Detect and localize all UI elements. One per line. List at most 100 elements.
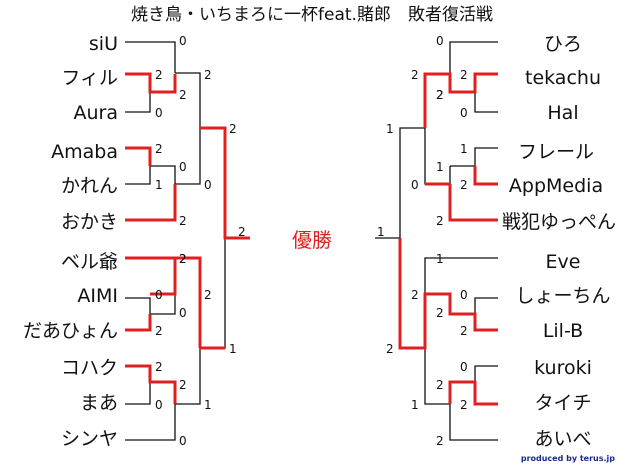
final-score-right: 1 xyxy=(377,225,385,239)
score: 2 xyxy=(179,88,187,102)
score: 2 xyxy=(436,88,444,102)
left-player-names: siU フィル Aura Amaba かれん おかき ベル爺 AIMI だあひょ… xyxy=(23,33,118,450)
right-player: AppMedia xyxy=(509,175,603,197)
score: 2 xyxy=(436,434,444,448)
bracket-line xyxy=(125,404,176,441)
bracket-line xyxy=(125,297,151,314)
right-scores: 0 2 2 0 1 2 1 0 2 1 0 2 2 0 2 2 2 2 2 2 … xyxy=(377,34,468,448)
score: 1 xyxy=(386,122,394,136)
bracket-line xyxy=(125,41,176,73)
bracket-line xyxy=(125,166,151,185)
score: 2 xyxy=(179,252,187,266)
left-player: Aura xyxy=(74,102,119,124)
bracket-line xyxy=(175,72,201,128)
score: 0 xyxy=(179,34,187,48)
right-player-names: ひろ tekachu Hal フレール AppMedia 戦犯ゆっぺん Eve … xyxy=(502,33,616,450)
score: 2 xyxy=(179,214,187,228)
left-player: ベル爺 xyxy=(61,251,118,273)
score: 2 xyxy=(411,68,419,82)
score: 1 xyxy=(436,252,444,266)
right-player: tekachu xyxy=(525,67,601,89)
left-player: まあ xyxy=(80,392,118,414)
bracket-line xyxy=(449,404,498,441)
bracket-line xyxy=(474,92,498,113)
bracket-line xyxy=(125,92,151,113)
score: 2 xyxy=(155,360,163,374)
left-player: コハク xyxy=(61,357,118,379)
score: 0 xyxy=(460,106,468,120)
right-player: あいべ xyxy=(534,428,591,450)
score: 2 xyxy=(460,398,468,412)
win-path xyxy=(200,126,250,240)
score: 2 xyxy=(460,68,468,82)
win-path xyxy=(448,380,498,406)
left-player: シンヤ xyxy=(61,428,118,450)
right-player: Lil-B xyxy=(543,320,583,342)
bracket-line xyxy=(150,294,176,315)
win-path xyxy=(125,146,152,166)
score: 0 xyxy=(204,178,212,192)
right-player: しょーちん xyxy=(515,285,610,307)
credit-text: produced by terus.jp xyxy=(521,454,615,463)
score: 0 xyxy=(460,360,468,374)
score: 1 xyxy=(436,160,444,174)
bracket-title: 焼き鳥・いちまろに一杯feat.賭郎 敗者復活戦 xyxy=(131,5,493,25)
score: 0 xyxy=(179,434,187,448)
score: 0 xyxy=(155,288,163,302)
right-bracket-lines xyxy=(375,41,498,441)
score: 1 xyxy=(460,142,468,156)
bracket-line xyxy=(399,127,425,238)
win-path xyxy=(125,256,202,348)
bracket-line xyxy=(424,128,451,185)
win-path xyxy=(398,238,498,350)
score: 2 xyxy=(155,68,163,82)
score: 2 xyxy=(460,178,468,192)
winner-label: 優勝 xyxy=(292,228,332,252)
win-path xyxy=(423,72,498,128)
bracket-line xyxy=(125,382,151,405)
score: 0 xyxy=(179,160,187,174)
bracket-line xyxy=(424,257,498,294)
score: 0 xyxy=(155,106,163,120)
left-player: フィル xyxy=(61,67,118,89)
win-path xyxy=(448,184,498,222)
right-bracket-wins xyxy=(398,72,498,406)
final-score-left: 2 xyxy=(238,225,246,239)
score: 2 xyxy=(436,214,444,228)
score: 0 xyxy=(179,306,187,320)
score: 0 xyxy=(155,398,163,412)
right-player: Eve xyxy=(546,251,581,273)
score: 2 xyxy=(204,288,212,302)
left-bracket-wins xyxy=(125,72,250,404)
left-player: Amaba xyxy=(51,141,118,163)
left-player: だあひょん xyxy=(23,320,118,342)
score: 2 xyxy=(436,378,444,392)
win-path xyxy=(125,364,177,404)
score: 0 xyxy=(436,34,444,48)
bracket-line xyxy=(175,348,201,405)
score: 2 xyxy=(155,142,163,156)
win-path xyxy=(125,184,177,222)
win-path xyxy=(473,166,498,186)
left-scores: 0 2 2 0 2 1 0 2 2 0 0 2 2 0 2 1 0 2 2 0 … xyxy=(155,34,246,448)
bracket-line xyxy=(449,41,498,74)
left-bracket-lines xyxy=(125,41,226,441)
score: 2 xyxy=(204,68,212,82)
win-path xyxy=(125,314,152,332)
score: 0 xyxy=(411,178,419,192)
bracket-line xyxy=(150,128,201,185)
left-player: AIMI xyxy=(77,285,118,307)
right-player: フレール xyxy=(518,141,594,163)
score: 2 xyxy=(436,88,444,102)
score: 2 xyxy=(460,324,468,338)
score: 2 xyxy=(179,378,187,392)
score: 1 xyxy=(155,178,163,192)
right-player: 戦犯ゆっぺん xyxy=(502,211,616,233)
right-player: Hal xyxy=(547,102,578,124)
right-player: kuroki xyxy=(534,357,592,379)
left-player: おかき xyxy=(61,211,118,233)
bracket-line xyxy=(474,365,498,382)
bracket-line xyxy=(474,297,498,314)
win-path xyxy=(125,72,177,94)
